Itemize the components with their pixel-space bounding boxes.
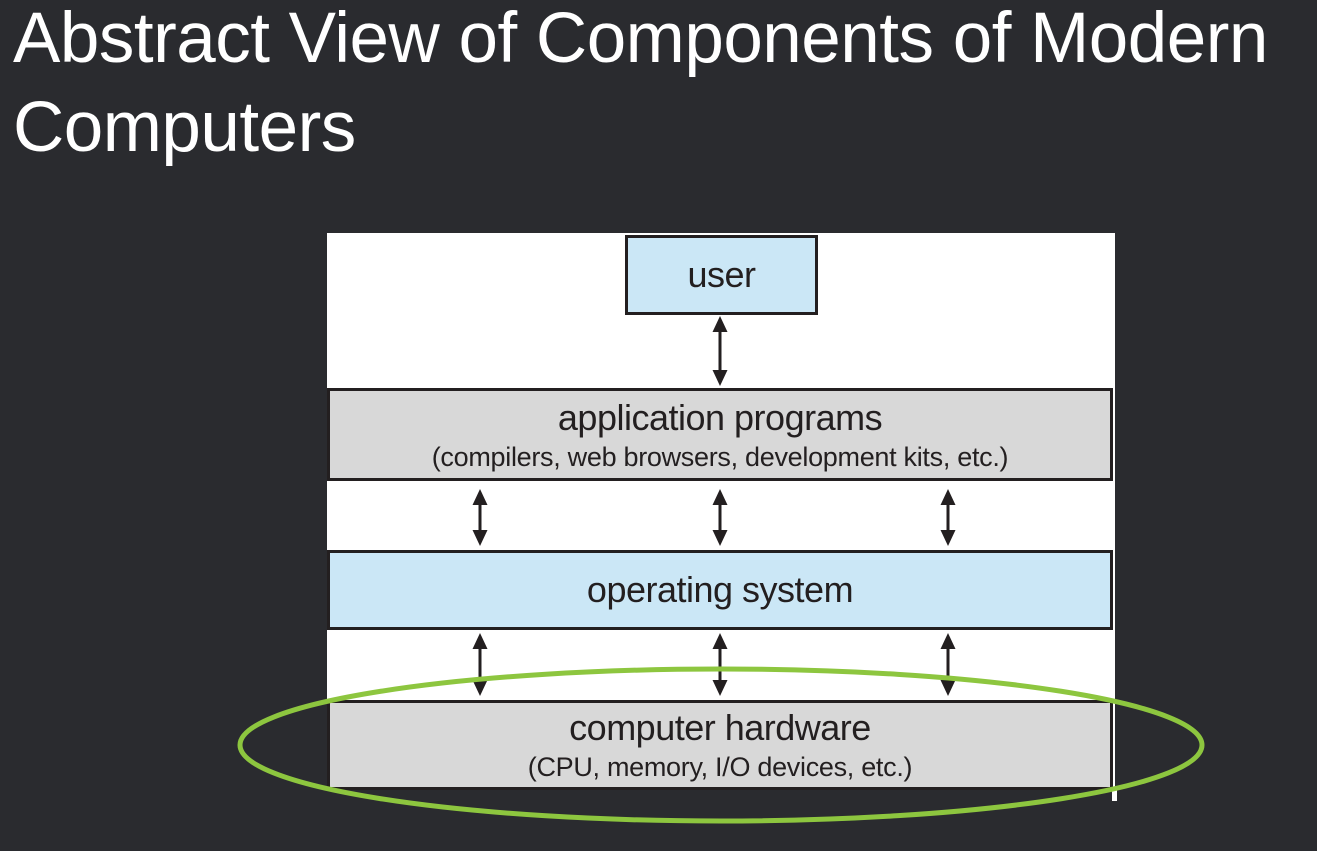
computer-hardware-box: computer hardware (CPU, memory, I/O devi…	[327, 700, 1113, 790]
application-programs-sublabel: (compilers, web browsers, development ki…	[431, 441, 1009, 472]
user-box: user	[625, 235, 818, 315]
page-title-line-2: Computers	[13, 88, 356, 167]
application-programs-label: application programs	[557, 396, 883, 438]
computer-hardware-label: computer hardware	[569, 707, 871, 748]
operating-system-label: operating system	[586, 569, 854, 610]
panel-edge-remnant	[1112, 790, 1117, 801]
application-programs-box: application programs (compilers, web bro…	[327, 388, 1113, 481]
computer-hardware-sublabel: (CPU, memory, I/O devices, etc.)	[527, 752, 913, 782]
page-title: Abstract View of Components of Modern Co…	[13, 0, 1268, 172]
user-box-label: user	[687, 254, 756, 295]
operating-system-box: operating system	[327, 550, 1113, 630]
page-title-line-1: Abstract View of Components of Modern	[13, 0, 1268, 78]
